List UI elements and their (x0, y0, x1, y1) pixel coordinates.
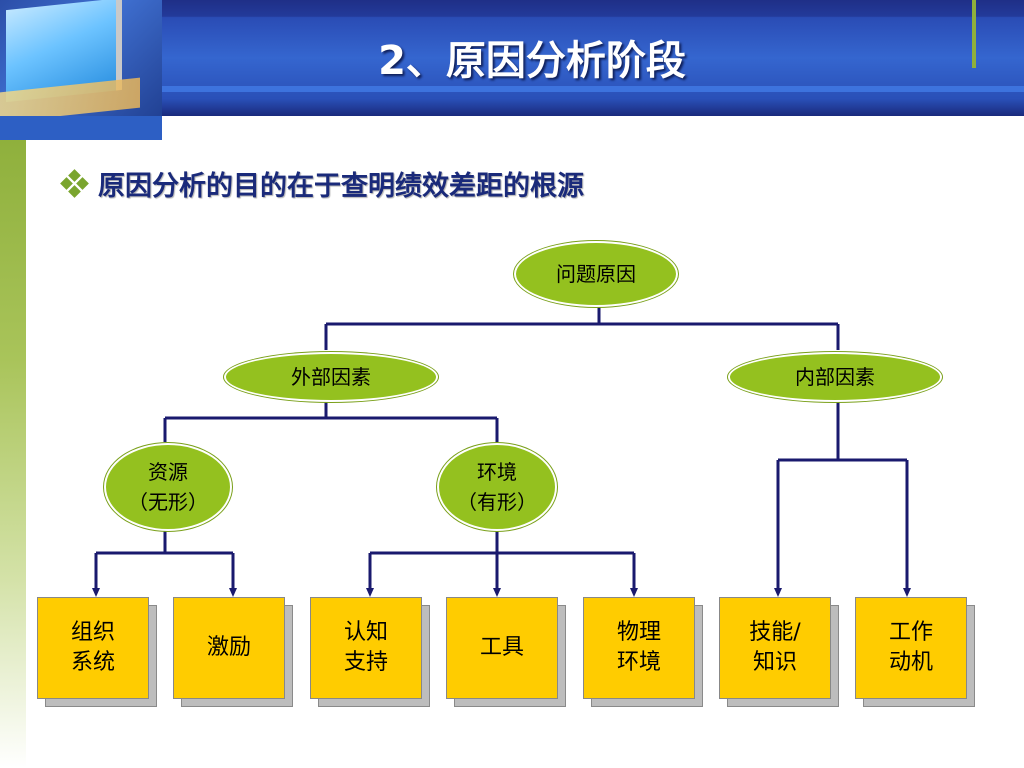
node-resource-line1: 资源 (148, 460, 188, 484)
box-line1: 工具 (479, 635, 524, 660)
box-motivation: 工作 动机 (855, 597, 967, 699)
box-line1: 工作 (888, 620, 933, 645)
box-incentive: 激励 (173, 597, 285, 699)
box-skills-knowledge: 技能/ 知识 (719, 597, 831, 699)
node-environment-line2: （有形） (457, 490, 537, 514)
node-resource-line2: （无形） (128, 490, 208, 514)
node-environment: 环境 （有形） (437, 443, 557, 531)
arrow-head (229, 588, 237, 597)
box-line1: 认知 (343, 620, 388, 645)
title-stripe (162, 86, 1024, 92)
node-resource: 资源 （无形） (104, 443, 232, 531)
node-external-label: 外部因素 (291, 365, 371, 389)
node-external: 外部因素 (224, 352, 438, 402)
box-support: 认知 支持 (310, 597, 422, 699)
node-environment-line1: 环境 (477, 460, 517, 484)
box-line1: 激励 (206, 635, 251, 660)
box-line2: 动机 (888, 650, 933, 675)
node-internal: 内部因素 (728, 352, 942, 402)
slide-title: 2、原因分析阶段 (378, 38, 686, 84)
arrow-head (630, 588, 638, 597)
box-line1: 物理 (616, 620, 661, 645)
bullet-text: 原因分析的目的在于查明绩效差距的根源 (98, 171, 584, 202)
arrow-head (366, 588, 374, 597)
box-line2: 系统 (70, 650, 115, 675)
node-root-label: 问题原因 (556, 262, 636, 286)
box-physical-environment: 物理 环境 (583, 597, 695, 699)
box-line1: 技能/ (749, 620, 801, 645)
box-organization: 组织 系统 (37, 597, 149, 699)
arrow-head (493, 588, 501, 597)
arrow-head (774, 588, 782, 597)
box-line1: 组织 (70, 620, 115, 645)
corner-base (0, 116, 162, 140)
box-line2: 知识 (752, 650, 797, 675)
left-accent-strip (0, 140, 26, 768)
box-tools: 工具 (446, 597, 558, 699)
box-line2: 环境 (616, 650, 661, 675)
title-accent-line (972, 0, 976, 68)
computer-image (0, 0, 162, 140)
arrow-head (903, 588, 911, 597)
title-bar (162, 0, 1024, 116)
node-internal-label: 内部因素 (795, 365, 875, 389)
box-line2: 支持 (343, 650, 388, 675)
arrow-head (92, 588, 100, 597)
bullet-point: 原因分析的目的在于查明绩效差距的根源 (60, 164, 584, 203)
node-root: 问题原因 (514, 241, 678, 307)
